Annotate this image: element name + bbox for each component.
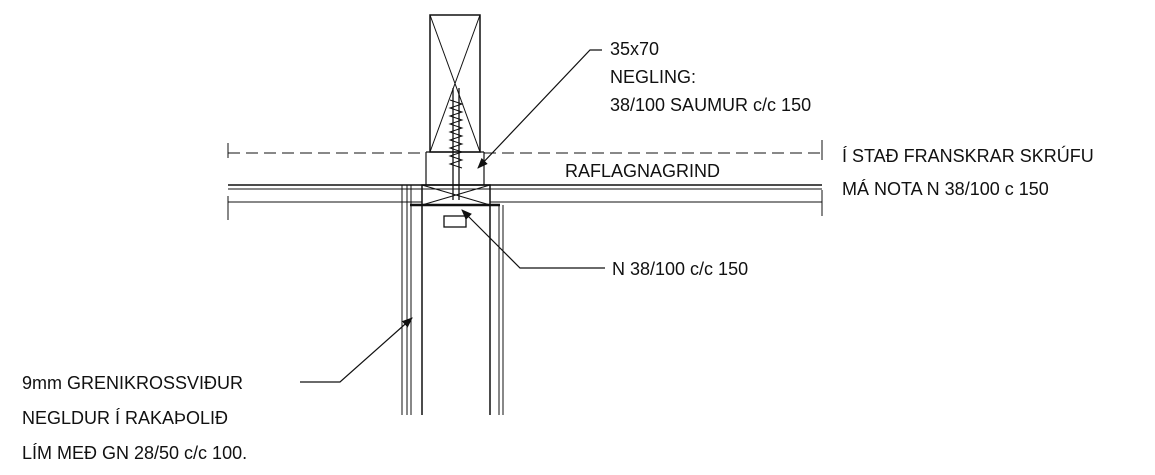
service-frame-dashed-line [227,140,823,160]
label-plywood-line-2: NEGLDUR Í RAKAÞOLIÐ [22,408,228,428]
leader-plywood [300,317,413,383]
label-service-frame: RAFLAGNAGRIND [565,161,720,181]
horizontal-wall-layers [227,184,823,220]
label-nailing-spec: 38/100 SAUMUR c/c 150 [610,95,811,115]
label-stud-size: 35x70 [610,39,659,59]
label-nailing-title: NEGLING: [610,67,696,87]
label-plywood-line-3: LÍM MEÐ GN 28/50 c/c 100. [22,443,247,463]
upper-stud [425,14,485,185]
junction-block [410,184,500,207]
label-plywood-line-1: 9mm GRENIKROSSVIÐUR [22,373,243,393]
lower-stud [401,185,504,415]
leader-nailing [477,49,602,169]
label-nail-spec: N 38/100 c/c 150 [612,259,748,279]
label-alternative-line-1: Í STAÐ FRANSKRAR SKRÚFU [842,145,1094,166]
screw [443,88,467,228]
leader-nail [461,209,605,269]
label-alternative-line-2: MÁ NOTA N 38/100 c 150 [842,179,1049,199]
